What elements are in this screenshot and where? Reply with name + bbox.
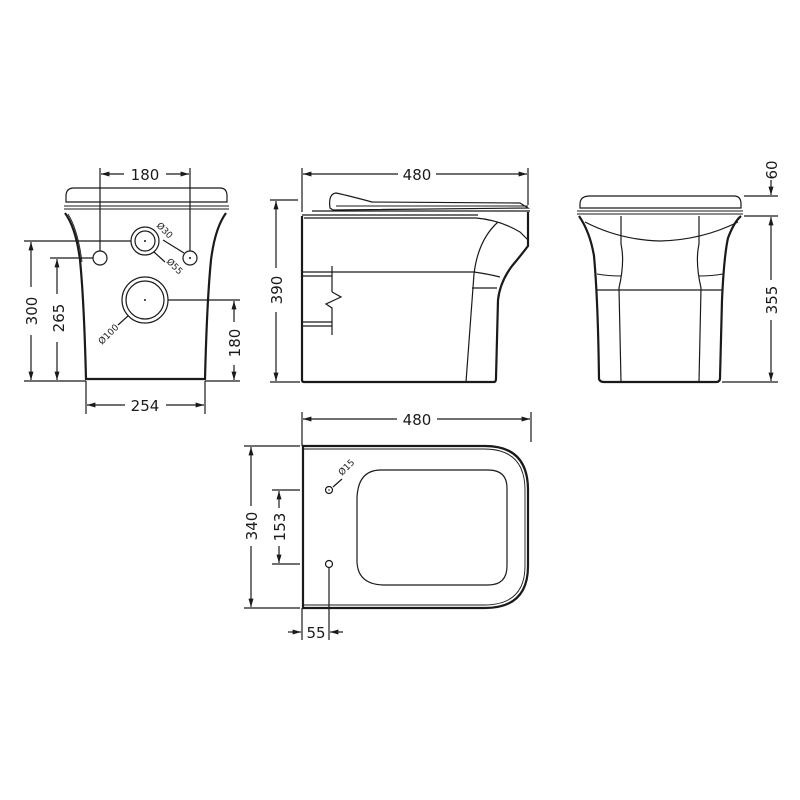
dim-top-width: 340 [243,512,261,541]
dim-hinge-offset: 55 [306,624,325,642]
hinge-hole-bottom [324,559,334,569]
dim-base-width: 254 [131,397,160,415]
side-view: 480 390 [268,166,531,384]
fixing-hole-left [92,250,108,266]
dim-pan-height: 355 [763,286,781,315]
front-view: 60 355 [577,160,781,384]
hinge-hole-top [324,485,334,495]
dim-hinge-spacing: 153 [271,513,289,542]
label-waste-outlet-diameter: Ø100 [96,322,121,347]
dim-inlet-spacing: 180 [131,166,160,184]
dim-seat-thickness: 60 [763,160,781,179]
dim-total-height: 300 [23,297,41,326]
label-flush-inlet-diameter: Ø55 [164,256,185,277]
label-fixing-hole-diameter: Ø30 [154,220,175,241]
dim-projection: 480 [403,166,432,184]
top-view: Ø15 480 340 153 55 [243,411,532,642]
dim-inlet-height: 265 [50,304,68,333]
dim-outlet-height: 180 [226,329,244,358]
label-hinge-hole-diameter: Ø15 [336,457,357,478]
rear-view: 180 300 265 180 254 Ø30 Ø55 Ø100 [23,166,244,415]
dim-side-total-height: 390 [268,276,286,305]
dim-top-length: 480 [403,411,432,429]
